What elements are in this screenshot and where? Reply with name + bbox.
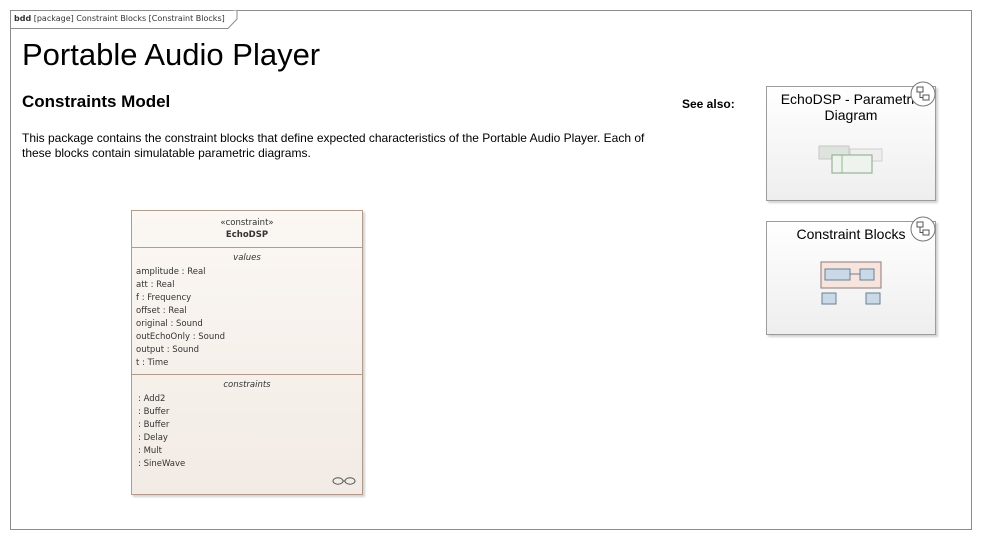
diagram-link-icon <box>910 81 936 107</box>
constraint-property[interactable]: : Mult <box>138 446 162 456</box>
package-description: This package contains the constraint blo… <box>22 131 645 160</box>
value-property[interactable]: f : Frequency <box>136 293 192 303</box>
constraint-property[interactable]: : Buffer <box>138 420 170 430</box>
constraints-compartment-header: constraints <box>223 380 271 390</box>
page-title: Portable Audio Player <box>22 37 321 72</box>
link-label: EchoDSP - Parametric Diagram <box>780 91 922 123</box>
constraint-property[interactable]: : Buffer <box>138 407 170 417</box>
values-compartment-header: values <box>233 253 261 263</box>
value-property[interactable]: original : Sound <box>136 319 203 329</box>
values-compartment: values amplitude : Real att : Real f : F… <box>132 248 362 375</box>
frame-header-label: bdd [package] Constraint Blocks [Constra… <box>14 14 225 23</box>
frame-keyword: bdd <box>14 14 32 23</box>
value-property[interactable]: output : Sound <box>136 345 200 355</box>
link-label: Constraint Blocks <box>796 226 906 242</box>
block-name: EchoDSP <box>225 230 269 240</box>
constraint-property[interactable]: : Delay <box>138 433 168 443</box>
block-stereotype: «constraint» <box>220 218 274 228</box>
constraints-compartment: constraints : Add2 : Buffer : Buffer : D… <box>132 375 362 471</box>
value-property[interactable]: amplitude : Real <box>136 267 206 277</box>
constraint-property[interactable]: : Add2 <box>138 394 166 404</box>
frame-header-text: [package] Constraint Blocks [Constraint … <box>33 14 225 23</box>
parametric-diagram-thumbnail <box>818 145 883 174</box>
frame-tab-outline <box>10 10 238 29</box>
section-title: Constraints Model <box>22 92 171 111</box>
block-header: «constraint» EchoDSP <box>132 211 362 248</box>
link-echodsp-parametric-diagram[interactable]: EchoDSP - Parametric Diagram <box>766 81 936 201</box>
diagram-link-icon <box>910 216 936 242</box>
see-also-label: See also: <box>682 97 735 111</box>
constraint-property[interactable]: : SineWave <box>138 459 186 469</box>
composite-link-icon[interactable] <box>332 476 356 486</box>
block-diagram-thumbnail <box>820 261 882 305</box>
value-property[interactable]: outEchoOnly : Sound <box>136 332 226 342</box>
value-property[interactable]: att : Real <box>136 280 175 290</box>
value-property[interactable]: t : Time <box>136 358 169 368</box>
link-constraint-blocks[interactable]: Constraint Blocks <box>766 216 936 335</box>
value-property[interactable]: offset : Real <box>136 306 187 316</box>
constraint-block-echodsp[interactable]: «constraint» EchoDSP values amplitude : … <box>131 210 363 495</box>
